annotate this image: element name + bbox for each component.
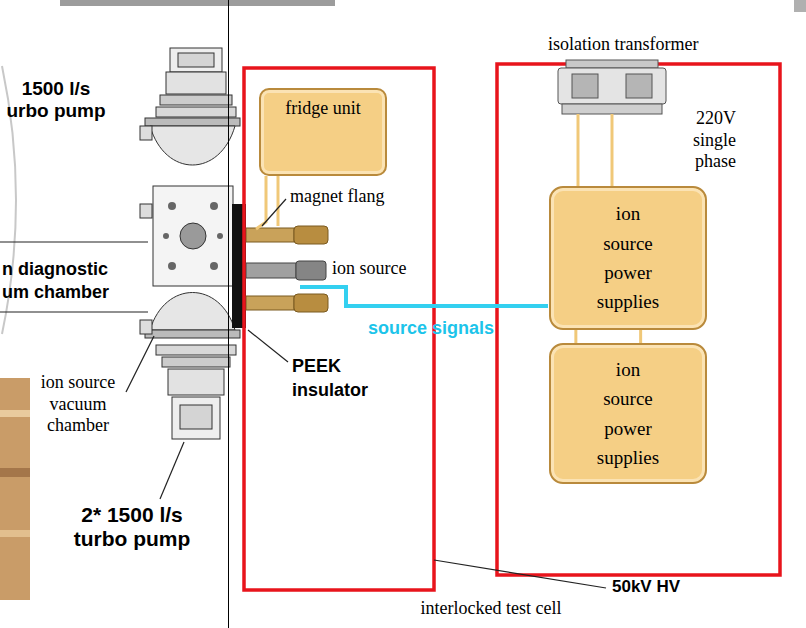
part-label: PEEK insulator [292, 354, 402, 403]
turbo-pump [180, 405, 212, 429]
magnet [246, 228, 294, 242]
magnet [246, 296, 294, 310]
leader-line [0, 311, 148, 312]
vacuum-chamber [153, 186, 233, 286]
photo-remnant [0, 410, 30, 417]
leader-line [434, 560, 606, 588]
chamber-flange [145, 330, 240, 338]
leader-line [126, 336, 154, 392]
box-label: fridge unit [285, 98, 360, 120]
fridge-unit-box: fridge unit [259, 88, 387, 176]
photo-remnant [0, 468, 30, 477]
region-label: interlocked test cell [351, 598, 631, 620]
photo-strip [794, 0, 806, 12]
turbo-pump [172, 397, 220, 439]
power-wire [577, 114, 580, 186]
photo-strip [60, 0, 335, 6]
bolt [168, 202, 176, 210]
part-label: ion source vacuum chamber [32, 372, 124, 437]
leader-line [160, 442, 184, 499]
hv-enclosure [497, 64, 780, 575]
power-wire [574, 330, 577, 343]
turbo-pump [178, 53, 214, 67]
bolt [210, 262, 218, 270]
turbo-pump [168, 369, 224, 395]
transformer-symbol [558, 68, 666, 104]
test-cell-region: interlocked test cell fridge unit ion sour… [228, 0, 806, 628]
voltage-label: 50kV HV [612, 578, 702, 597]
clamp [140, 320, 152, 334]
vacuum-chamber [150, 126, 235, 165]
clamp [140, 204, 152, 218]
part-label: 2* 1500 l/s turbo pump [62, 503, 202, 551]
leader-line [0, 241, 148, 242]
supply-label: 220V single phase [664, 108, 736, 173]
part-label: 1500 l/s urbo pump [2, 78, 110, 122]
magnet [294, 226, 328, 244]
leader-line [262, 199, 286, 226]
part-label: magnet flang [290, 186, 430, 208]
power-wire [639, 330, 642, 343]
signal-label: source signals [368, 318, 543, 340]
transformer-symbol [626, 74, 652, 98]
leader-line [248, 330, 288, 362]
power-supply-box: ion source power supplies [549, 343, 707, 484]
bolt [217, 233, 223, 239]
transformer-symbol [572, 74, 598, 98]
turbo-pump [170, 48, 222, 72]
clamp [140, 126, 152, 140]
photo-remnant [0, 530, 30, 537]
coolant-line [277, 176, 280, 226]
transformer-symbol [566, 60, 658, 68]
part-label: n diagnostic um chamber [2, 258, 122, 303]
pump-flange [160, 95, 232, 105]
transformer-symbol [562, 104, 662, 114]
turbo-pump [166, 72, 226, 94]
box-label: ion source power supplies [590, 355, 666, 473]
signal-line [300, 287, 548, 306]
box-label: ion source power supplies [590, 199, 666, 317]
pump-flange [156, 107, 236, 117]
photo-remnant [0, 378, 30, 600]
chamber-flange [145, 118, 240, 126]
pump-flange [162, 357, 230, 367]
coolant-line [256, 176, 266, 229]
bolt [163, 233, 169, 239]
pump-flange [156, 345, 236, 355]
ion-source [246, 263, 296, 278]
bolt [168, 262, 176, 270]
power-wire [611, 114, 614, 186]
ion-source [296, 261, 326, 280]
diagnostic-port [180, 223, 206, 249]
vacuum-chamber [150, 293, 235, 331]
part-label: ion source [332, 258, 427, 280]
magnet [294, 294, 328, 312]
power-supply-box: ion source power supplies [549, 186, 707, 330]
part-label: isolation transformer [548, 34, 723, 56]
bolt [210, 202, 218, 210]
